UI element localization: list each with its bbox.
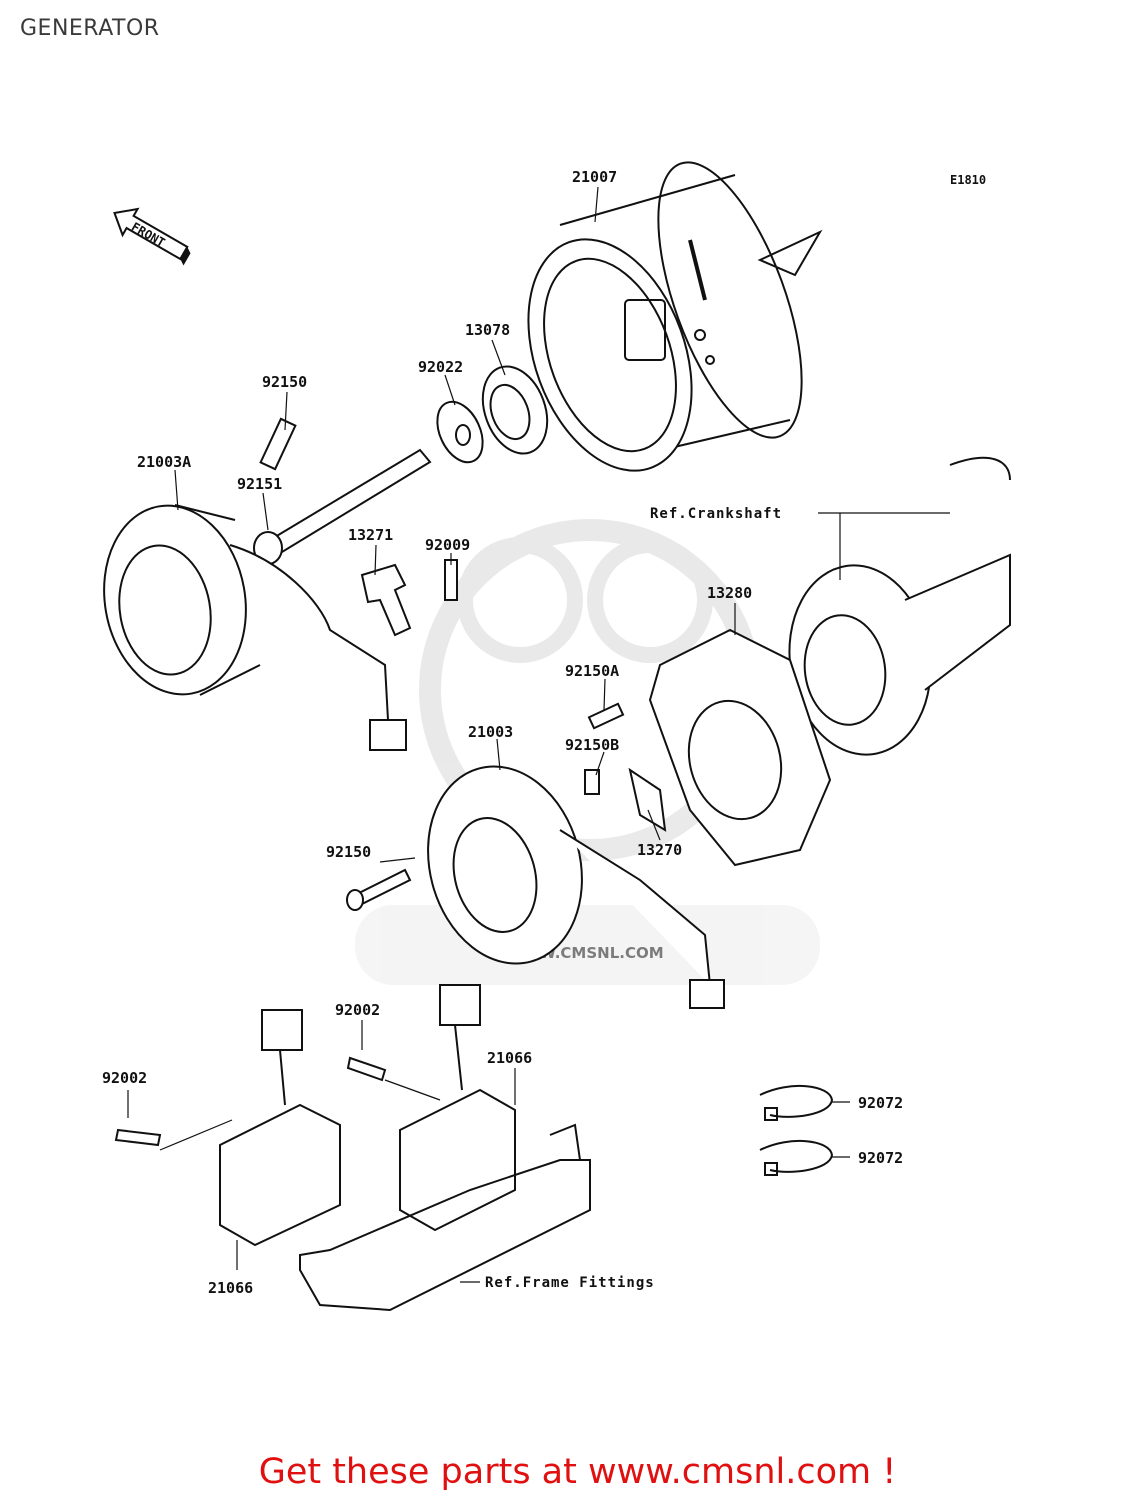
part-label: 13078 xyxy=(465,321,510,339)
part-label: 13271 xyxy=(348,526,393,544)
frame-bracket xyxy=(299,1123,591,1312)
part-label: 92150A xyxy=(565,662,619,680)
bolt-92150a xyxy=(587,702,625,730)
crankshaft-gear xyxy=(788,456,1011,756)
bolt-92002-left xyxy=(114,1128,162,1147)
part-label: 92009 xyxy=(425,536,470,554)
band-92072-upper xyxy=(759,1084,834,1121)
rotor-21007 xyxy=(527,161,823,472)
bolt-92150-mid xyxy=(346,868,412,911)
part-label: 92072 xyxy=(858,1149,903,1167)
diagram-code: E1810 xyxy=(950,173,986,187)
band-92072-lower xyxy=(759,1139,834,1176)
part-label: 92150 xyxy=(262,373,307,391)
part-label: 21066 xyxy=(208,1279,253,1297)
bracket-13271 xyxy=(360,563,412,637)
part-label: 13280 xyxy=(707,584,752,602)
part-label: 92150 xyxy=(326,843,371,861)
page-title: GENERATOR xyxy=(20,16,160,41)
cmsnl-link[interactable]: Get these parts at www.cmsnl.com ! xyxy=(258,1452,897,1492)
washer-92022 xyxy=(436,400,484,464)
part-label: 21003A xyxy=(137,453,191,471)
bolt-92150-top xyxy=(259,417,297,471)
part-label: 92151 xyxy=(237,475,282,493)
part-label: 92072 xyxy=(858,1094,903,1112)
bolt-92151 xyxy=(253,448,432,565)
leader-lines xyxy=(127,186,950,1283)
regulator-21066-right xyxy=(399,984,516,1232)
starter-clutch-13078 xyxy=(481,365,549,455)
part-label: 21003 xyxy=(468,723,513,741)
part-label: 92002 xyxy=(102,1069,147,1087)
part-label: 92150B xyxy=(565,736,619,754)
part-label: 92002 xyxy=(335,1001,380,1019)
bolt-92150b xyxy=(584,769,600,795)
ref-crankshaft-label: Ref.Crankshaft xyxy=(650,506,782,522)
stator-21003 xyxy=(427,765,725,1009)
part-label: 13270 xyxy=(637,841,682,859)
part-label: 21007 xyxy=(572,168,617,186)
stator-21003a xyxy=(103,504,407,751)
bolt-92002-right xyxy=(346,1056,387,1082)
plate-13270 xyxy=(628,767,667,832)
cover-13280 xyxy=(648,628,832,867)
part-label: 21066 xyxy=(487,1049,532,1067)
part-label: 92022 xyxy=(418,358,463,376)
front-arrow-icon: FRONT xyxy=(113,207,191,266)
bolt-92009 xyxy=(444,559,458,601)
ref-frame-fittings-label: Ref.Frame Fittings xyxy=(485,1275,655,1291)
regulator-21066-left xyxy=(219,1009,341,1247)
